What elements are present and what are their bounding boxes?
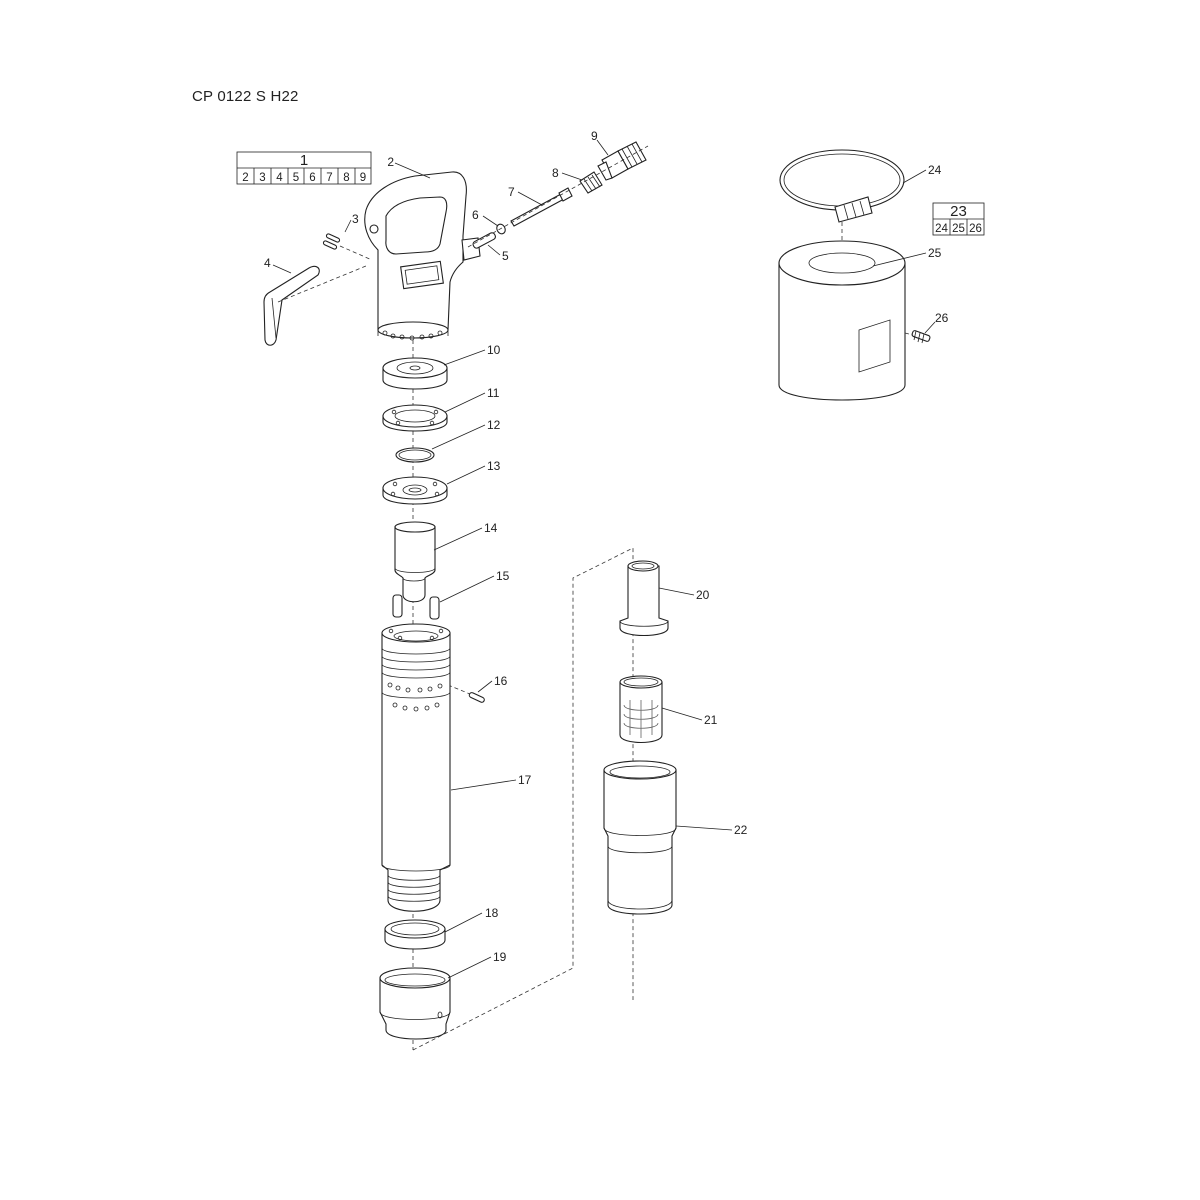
part-16-detent <box>468 692 485 703</box>
callout-26: 26 <box>935 311 949 325</box>
callout-4: 4 <box>264 256 271 270</box>
callout-19: 19 <box>493 950 507 964</box>
kit-1-label: 1 <box>300 152 308 169</box>
callout-7: 7 <box>508 185 515 199</box>
callout-labels: 2 3 4 5 6 7 8 9 10 11 12 13 14 15 16 17 … <box>264 129 949 964</box>
callout-6: 6 <box>472 208 479 222</box>
kit-1-member: 2 <box>242 172 248 184</box>
callout-25: 25 <box>928 246 942 260</box>
part-17-barrel <box>381 623 451 912</box>
part-18-ring <box>384 919 446 950</box>
page-title: CP 0122 S H22 <box>192 88 299 105</box>
part-8-spring <box>579 171 603 194</box>
part-14-piston <box>394 521 436 603</box>
callout-20: 20 <box>696 588 710 602</box>
kit-23-member: 25 <box>952 223 965 235</box>
callout-8: 8 <box>552 166 559 180</box>
part-2-handle <box>364 171 481 341</box>
kit-1-member: 7 <box>326 172 332 184</box>
part-7-stem <box>510 187 573 227</box>
part-19-retainer <box>379 967 451 1040</box>
assembly-axis-screw <box>904 332 914 336</box>
kit-1-member: 3 <box>259 172 265 184</box>
part-15-pins <box>392 594 440 620</box>
part-12-o-ring <box>395 447 435 463</box>
kit-table-23: 23 24 25 26 <box>932 202 985 236</box>
callout-2: 2 <box>387 155 394 169</box>
part-4-lever <box>263 265 320 346</box>
callout-24: 24 <box>928 163 942 177</box>
kit-23-member: 24 <box>935 223 948 235</box>
callout-17: 17 <box>518 773 532 787</box>
part-11-gasket <box>382 404 448 432</box>
part-24-hose-clamp <box>779 149 905 223</box>
assembly-axis-lever <box>277 265 367 303</box>
callout-12: 12 <box>487 418 501 432</box>
assembly-axis-detent <box>447 684 471 695</box>
part-13-valve-plate <box>382 476 448 505</box>
kit-1-member: 6 <box>309 172 315 184</box>
callout-16: 16 <box>494 674 508 688</box>
callout-13: 13 <box>487 459 501 473</box>
callout-3: 3 <box>352 212 359 226</box>
callout-11: 11 <box>487 386 500 400</box>
part-9-inlet <box>597 141 647 181</box>
kit-23-member: 26 <box>969 223 982 235</box>
part-26-screw <box>911 330 931 344</box>
part-10-washer <box>382 357 448 390</box>
part-3-pins <box>322 233 341 250</box>
callout-14: 14 <box>484 521 498 535</box>
callout-18: 18 <box>485 906 499 920</box>
part-21-sleeve <box>619 675 663 744</box>
part-6-ring <box>496 223 506 235</box>
callout-22: 22 <box>734 823 748 837</box>
callout-15: 15 <box>496 569 510 583</box>
kit-23-label: 23 <box>950 203 967 220</box>
kit-1-member: 4 <box>276 172 283 184</box>
callout-21: 21 <box>704 713 718 727</box>
kit-1-member: 5 <box>293 172 299 184</box>
part-22-buffer-housing <box>603 760 677 915</box>
assembly-axis-pins <box>339 245 373 261</box>
callout-10: 10 <box>487 343 501 357</box>
callout-5: 5 <box>502 249 509 263</box>
callout-9: 9 <box>591 129 598 143</box>
leader-lines <box>272 139 936 979</box>
part-5-pin <box>472 232 496 249</box>
kit-1-member: 8 <box>343 172 349 184</box>
kit-table-1: 1 2 3 4 5 6 7 8 9 <box>236 151 372 185</box>
kit-1-member: 9 <box>360 172 366 184</box>
part-25-cover <box>778 240 906 401</box>
part-20-bushing <box>619 560 669 636</box>
